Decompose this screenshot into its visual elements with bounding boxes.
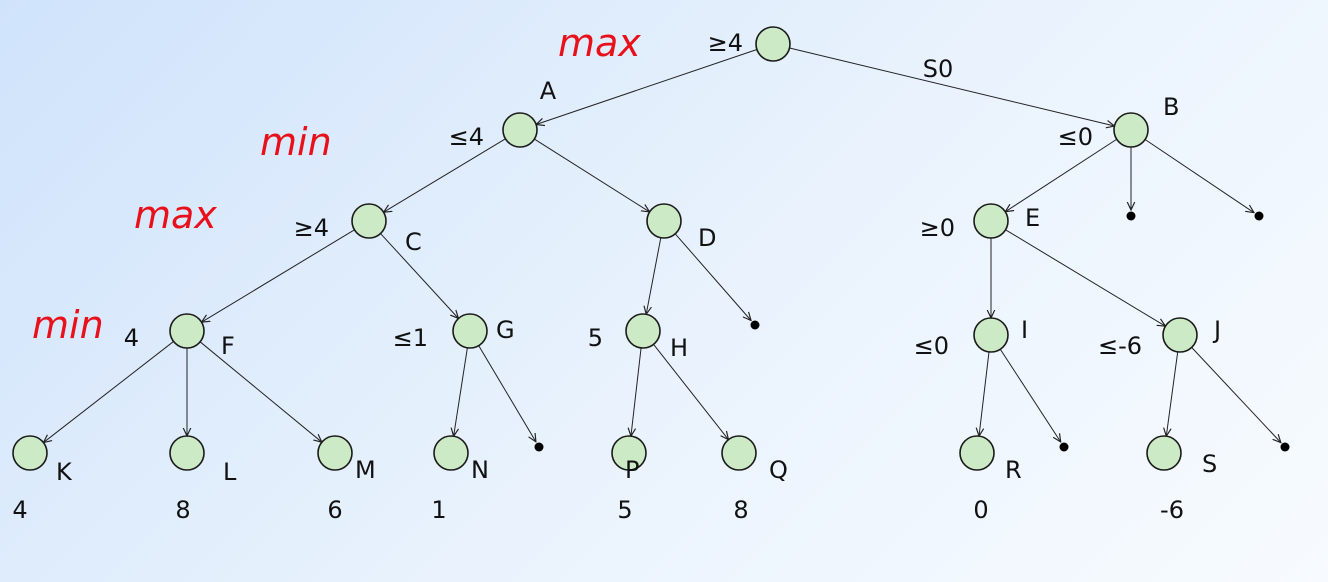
node-A[interactable] bbox=[502, 112, 538, 148]
leaf-value-S: -6 bbox=[1160, 496, 1184, 524]
annotation-ann-min-1: min bbox=[260, 120, 332, 164]
node-bound-F: 4 bbox=[124, 324, 139, 352]
leaf-value-Q: 8 bbox=[733, 496, 748, 524]
pruned-branch-dot bbox=[1280, 442, 1290, 452]
node-F[interactable] bbox=[169, 313, 205, 349]
node-label-P: P bbox=[625, 456, 639, 484]
annotation-ann-min-2: min bbox=[32, 303, 104, 347]
node-label-B: B bbox=[1163, 93, 1179, 121]
annotation-ann-max-2: max bbox=[134, 193, 217, 237]
node-layer bbox=[12, 26, 1290, 471]
node-label-I: I bbox=[1021, 316, 1028, 344]
node-bound-G: ≤1 bbox=[393, 324, 428, 352]
pruned-branch-dot bbox=[750, 320, 760, 330]
node-I[interactable] bbox=[973, 317, 1009, 353]
node-D[interactable] bbox=[646, 203, 682, 239]
edge-A-D bbox=[534, 138, 649, 212]
node-bound-B: ≤0 bbox=[1058, 123, 1093, 151]
edge-C-G bbox=[380, 233, 458, 319]
node-L[interactable] bbox=[169, 435, 205, 471]
node-J[interactable] bbox=[1162, 317, 1198, 353]
edge-F-K bbox=[43, 341, 174, 442]
leaf-value-N: 1 bbox=[431, 496, 446, 524]
edge-B-E bbox=[1005, 138, 1118, 211]
edge-I-I_p1 bbox=[999, 348, 1060, 442]
annotation-ann-max-1: max bbox=[558, 21, 641, 65]
node-C[interactable] bbox=[351, 203, 387, 239]
node-label-A: A bbox=[540, 77, 557, 105]
edge-root-B bbox=[789, 47, 1115, 126]
node-bound-H: 5 bbox=[588, 324, 603, 352]
leaf-value-L: 8 bbox=[175, 496, 190, 524]
node-Q[interactable] bbox=[721, 435, 757, 471]
node-B[interactable] bbox=[1113, 112, 1149, 148]
edge-D-H bbox=[646, 237, 662, 315]
node-H[interactable] bbox=[625, 313, 661, 349]
edge-label-root-B: S0 bbox=[923, 55, 954, 83]
edge-J-J_p1 bbox=[1191, 347, 1281, 442]
node-label-M: M bbox=[355, 456, 376, 484]
edge-J-S bbox=[1166, 351, 1179, 436]
pruned-branch-dot bbox=[534, 442, 544, 452]
node-R[interactable] bbox=[959, 435, 995, 471]
node-label-J: J bbox=[1212, 316, 1221, 344]
pruned-branch-dot bbox=[1126, 211, 1136, 221]
node-bound-E: ≥0 bbox=[920, 214, 955, 242]
node-label-K: K bbox=[56, 458, 73, 486]
edge-I-R bbox=[979, 351, 990, 436]
edge-B-B_p2 bbox=[1144, 139, 1254, 212]
leaf-value-K: 4 bbox=[12, 496, 27, 524]
node-K[interactable] bbox=[12, 435, 48, 471]
node-E[interactable] bbox=[973, 203, 1009, 239]
edge-F-M bbox=[199, 341, 322, 442]
node-label-F: F bbox=[221, 332, 235, 360]
node-bound-I: ≤0 bbox=[914, 332, 949, 360]
node-label-S: S bbox=[1202, 450, 1217, 478]
node-label-G: G bbox=[496, 316, 515, 344]
node-bound-A: ≤4 bbox=[449, 123, 484, 151]
pruned-branch-dot bbox=[1254, 211, 1264, 221]
edge-layer bbox=[43, 47, 1281, 443]
node-label-R: R bbox=[1005, 456, 1022, 484]
leaf-value-R: 0 bbox=[973, 496, 988, 524]
edge-A-C bbox=[384, 138, 506, 212]
node-bound-C: ≥4 bbox=[294, 214, 329, 242]
node-label-L: L bbox=[223, 458, 237, 486]
leaf-value-P: 5 bbox=[617, 496, 632, 524]
leaf-value-M: 6 bbox=[327, 496, 342, 524]
node-G[interactable] bbox=[452, 313, 488, 349]
edge-H-Q bbox=[653, 344, 729, 439]
edge-D-D_p1 bbox=[674, 233, 751, 321]
edge-C-F bbox=[202, 229, 355, 322]
node-P[interactable] bbox=[611, 435, 647, 471]
edge-E-J bbox=[1005, 229, 1166, 326]
node-bound-root: ≥4 bbox=[708, 29, 743, 57]
node-label-E: E bbox=[1025, 204, 1040, 232]
node-label-C: C bbox=[405, 228, 422, 256]
node-label-H: H bbox=[670, 334, 688, 362]
node-N[interactable] bbox=[433, 435, 469, 471]
pruned-branch-dot bbox=[1059, 442, 1069, 452]
node-root[interactable] bbox=[755, 26, 791, 62]
edge-root-A bbox=[536, 48, 758, 124]
edge-G-G_p1 bbox=[478, 345, 536, 442]
node-label-Q: Q bbox=[769, 456, 788, 484]
edge-G-N bbox=[454, 347, 468, 436]
node-S[interactable] bbox=[1146, 435, 1182, 471]
node-label-D: D bbox=[698, 224, 716, 252]
node-label-N: N bbox=[471, 456, 489, 484]
node-M[interactable] bbox=[317, 435, 353, 471]
node-bound-J: ≤-6 bbox=[1098, 332, 1142, 360]
edge-H-P bbox=[631, 347, 642, 436]
